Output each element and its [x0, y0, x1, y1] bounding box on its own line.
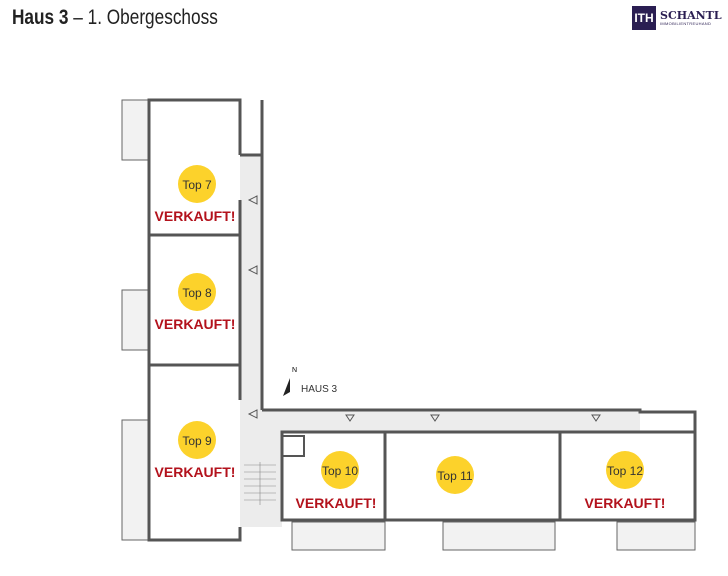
staircase [244, 462, 276, 505]
sold-badge: VERKAUFT! [155, 316, 236, 332]
page-title: Haus 3 – 1. Obergeschoss [12, 6, 218, 30]
north-label: N [292, 367, 297, 374]
unit-top-10[interactable]: Top 10 VERKAUFT! [296, 451, 377, 511]
sold-badge: VERKAUFT! [155, 464, 236, 480]
north-arrow-icon: N [283, 367, 297, 396]
walls [147, 98, 697, 542]
logo-sub: IMMOBILIENTREUHAND [660, 21, 712, 26]
title-bold: Haus 3 [12, 6, 69, 29]
unit-label: Top 8 [182, 286, 212, 300]
corridor [240, 155, 640, 527]
unit-label: Top 10 [322, 464, 358, 478]
unit-label: Top 11 [437, 469, 472, 483]
balconies [121, 99, 696, 551]
unit-label: Top 7 [182, 178, 212, 192]
logo-name: SCHANTL [660, 9, 722, 22]
unit-top-12[interactable]: Top 12 VERKAUFT! [585, 451, 666, 511]
sold-badge: VERKAUFT! [585, 495, 666, 511]
sold-badge: VERKAUFT! [155, 208, 236, 224]
unit-top-7[interactable]: Top 7 VERKAUFT! [155, 165, 236, 224]
unit-label: Top 12 [607, 464, 643, 478]
stair-arrows [247, 195, 601, 422]
building-label: HAUS 3 [301, 384, 338, 395]
logo-mark: ITH [632, 6, 656, 30]
sold-badge: VERKAUFT! [296, 495, 377, 511]
unit-top-9[interactable]: Top 9 VERKAUFT! [155, 421, 236, 480]
unit-top-11[interactable]: Top 11 [436, 456, 474, 494]
title-rest: – 1. Obergeschoss [68, 6, 218, 29]
unit-label: Top 9 [182, 434, 212, 448]
unit-top-8[interactable]: Top 8 VERKAUFT! [155, 273, 236, 332]
